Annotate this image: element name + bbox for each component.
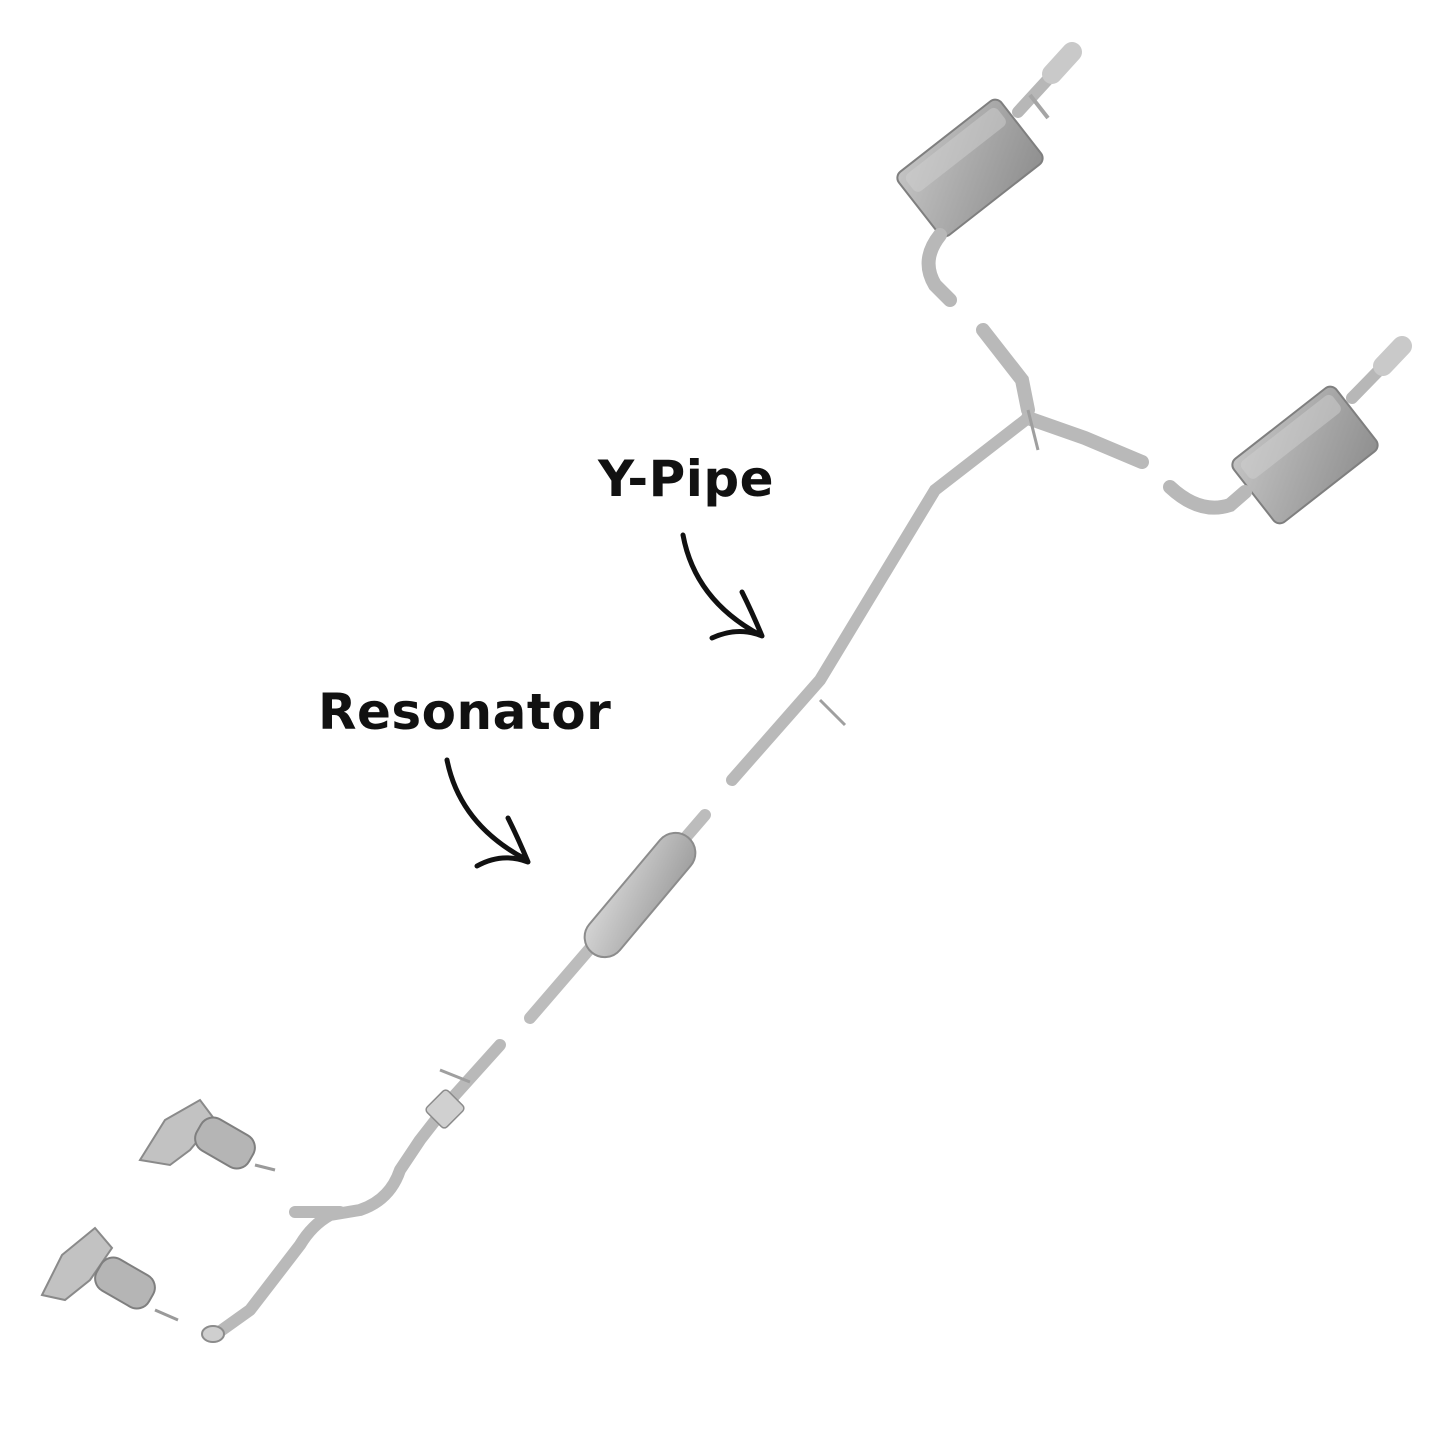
resonator-arrow	[444, 757, 531, 869]
upper-manifold	[138, 1098, 276, 1172]
ypipe-label: Y-Pipe	[598, 450, 775, 508]
lower-manifold	[40, 1226, 179, 1322]
y-pipe	[726, 323, 1149, 786]
upper-muffler	[896, 42, 1082, 307]
lower-muffler	[1163, 336, 1412, 525]
front-pipe	[201, 1039, 506, 1343]
resonator-label: Resonator	[318, 683, 612, 741]
resonator-pipe	[524, 809, 711, 1024]
ypipe-arrow	[680, 532, 765, 641]
